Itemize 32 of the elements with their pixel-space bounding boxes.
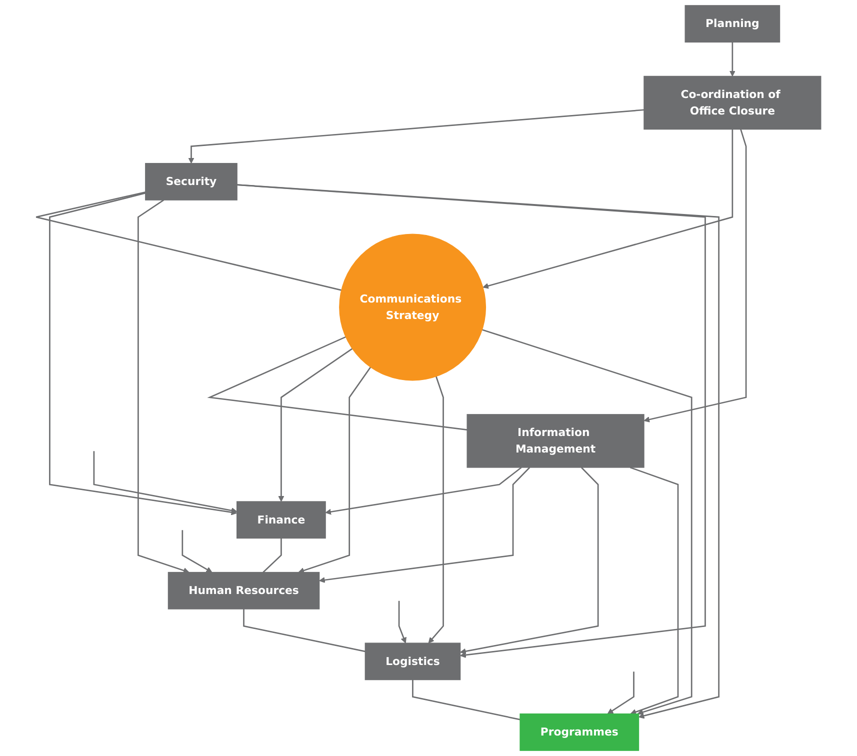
arrow (428, 376, 444, 644)
arrow (482, 329, 692, 716)
node-circle: Communications Strategy (339, 234, 486, 381)
arrow (325, 466, 522, 515)
arrow (460, 467, 599, 654)
connector (262, 538, 282, 573)
arrow (93, 451, 238, 514)
node-box: Security (145, 162, 238, 200)
connector (35, 191, 342, 291)
arrow (138, 200, 190, 574)
arrow (607, 672, 634, 714)
connector (243, 609, 366, 652)
arrow (630, 466, 679, 715)
arrow (49, 192, 238, 516)
arrow (319, 467, 530, 583)
arrow (729, 42, 736, 76)
node-box: Information Management (466, 414, 644, 468)
node-box: Co-ordination of Office Closure (644, 76, 822, 130)
node-box: Finance (236, 501, 326, 539)
arrow (182, 530, 212, 573)
arrow (644, 129, 747, 422)
arrow (278, 348, 353, 502)
arrow (482, 129, 734, 289)
arrow (188, 109, 644, 164)
node-box: Programmes (520, 713, 640, 751)
node-box: Logistics (364, 642, 461, 680)
connector (412, 680, 520, 720)
node-box: Planning (684, 5, 780, 43)
arrow (298, 366, 372, 574)
arrow (398, 600, 406, 644)
node-box: Human Resources (168, 572, 320, 610)
connector (207, 336, 468, 430)
